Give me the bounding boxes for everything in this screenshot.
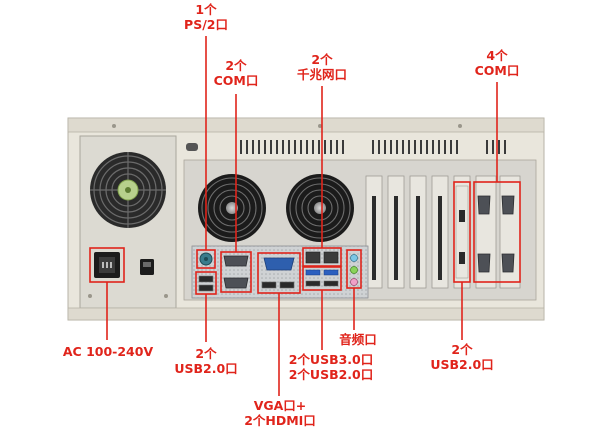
ps2-label-type: PS/2口 [184,17,228,32]
chassis-top-rail [67,117,545,133]
vga-hdmi-label: VGA口+ 2个HDMI口 [242,398,318,428]
ac-label: AC 100-240V [48,344,168,359]
usb-right-label: 2个 USB2.0口 [426,342,498,372]
hdmi-port-icon [261,281,295,289]
com-left-label: 2个 COM口 [206,58,266,88]
vga-port-icon [263,257,295,271]
com-left-label-type: COM口 [213,73,259,88]
usb-left-label-type: USB2.0口 [174,361,238,376]
audio-label-text: 音频口 [339,332,377,347]
lan-label-count: 2个 [311,52,333,67]
power-switch-icon [140,259,154,275]
com-right-label-count: 4个 [486,48,508,63]
usb-port-left-icon [198,275,214,292]
usb-middle-label-line1: 2个USB3.0口 [288,352,374,367]
usb-port-right-icon [455,185,469,279]
com-port-left-icon [223,255,249,289]
usb-right-label-count: 2个 [451,342,473,357]
lan-port-icon [305,251,339,264]
ps2-label: 1个 PS/2口 [176,2,236,32]
usb-middle-label: 2个USB3.0口 2个USB2.0口 [283,352,379,382]
ps2-port-icon [199,252,213,266]
vga-hdmi-label-line1: VGA口+ [253,398,307,413]
com-left-label-count: 2个 [225,58,247,73]
usb-port-middle-icon [305,269,339,287]
com-right-label: 4个 COM口 [466,48,528,78]
usb-right-label-type: USB2.0口 [430,357,494,372]
com-right-label-type: COM口 [474,63,520,78]
ac-label-text: AC 100-240V [62,344,154,359]
usb-left-label: 2个 USB2.0口 [170,346,242,376]
usb-middle-label-line2: 2个USB2.0口 [288,367,374,382]
audio-label: 音频口 [330,332,386,347]
psu-fan-icon [90,152,166,228]
ps2-label-count: 1个 [195,2,217,17]
lan-label: 2个 千兆网口 [284,52,360,82]
usb-left-label-count: 2个 [195,346,217,361]
com-port-right-icon [477,195,515,273]
audio-jack-icon [350,254,358,286]
system-fan-right-icon [286,174,354,242]
ac-inlet-icon [94,252,120,278]
system-fan-left-icon [198,174,266,242]
chassis-bottom-rail [67,307,545,321]
lan-label-type: 千兆网口 [296,67,347,82]
vga-hdmi-label-line2: 2个HDMI口 [244,413,316,428]
top-vent-slots [240,140,506,154]
